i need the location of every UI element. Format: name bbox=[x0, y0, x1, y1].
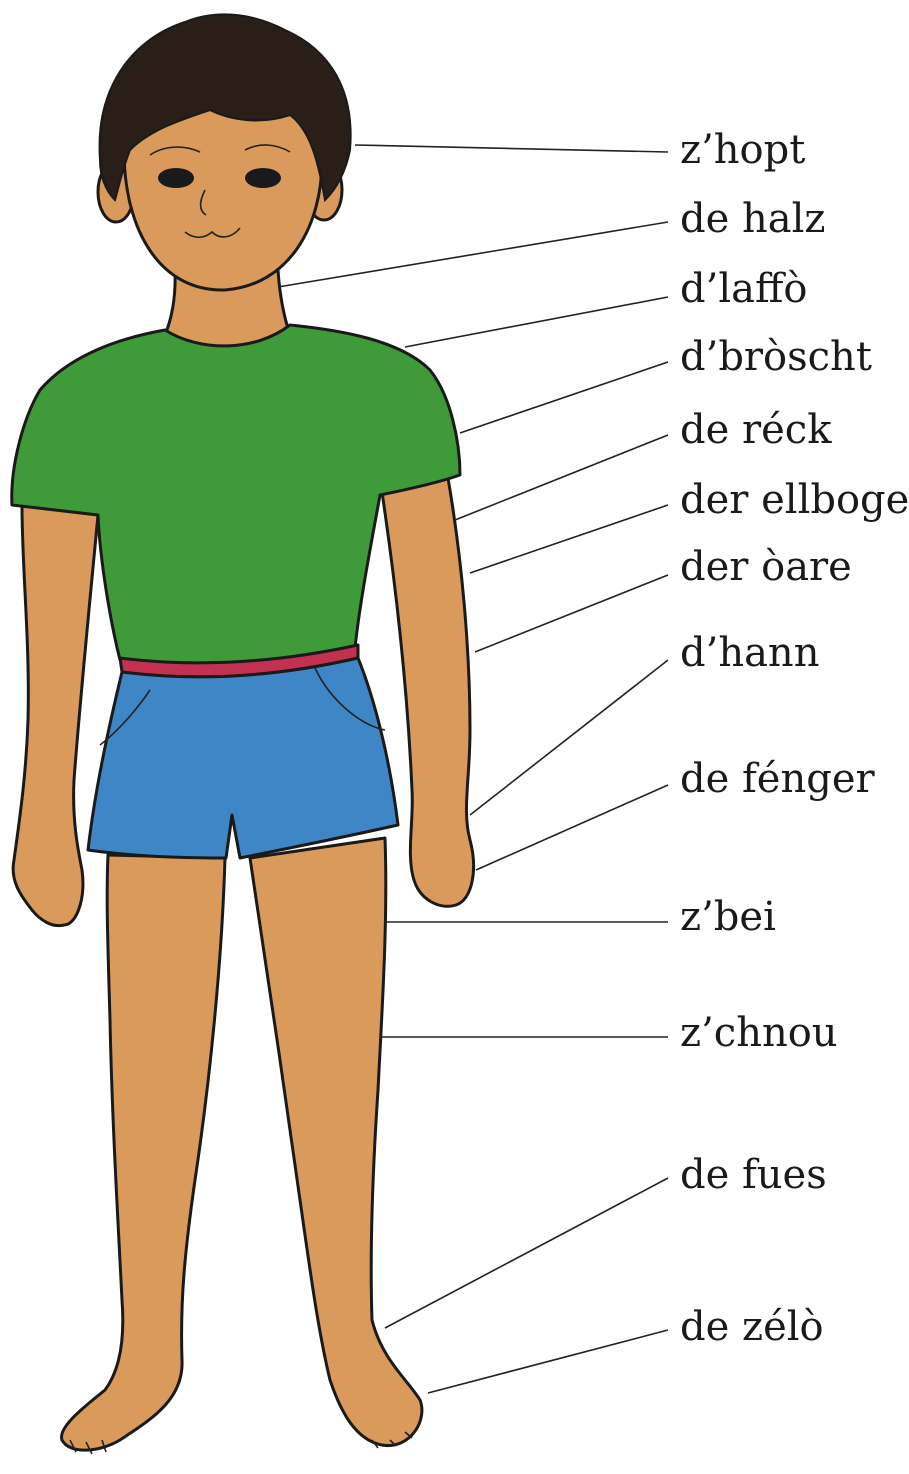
leader-hand bbox=[470, 660, 668, 815]
leader-neck bbox=[278, 222, 668, 287]
right-leg bbox=[250, 838, 422, 1446]
right-eye bbox=[245, 168, 281, 188]
label-back: de réck bbox=[680, 407, 832, 453]
leader-arm bbox=[475, 575, 668, 652]
label-toe: de zélò bbox=[680, 1304, 824, 1350]
label-shoulder: d’laffò bbox=[680, 266, 807, 312]
label-chest: d’bròscht bbox=[680, 334, 872, 380]
label-head: z’hopt bbox=[680, 127, 805, 173]
leader-finger bbox=[476, 785, 668, 870]
labels: z’hopt de halz d’laffò d’bròscht de réck… bbox=[680, 127, 909, 1350]
leader-head bbox=[355, 145, 668, 152]
label-leg: z’bei bbox=[680, 894, 776, 940]
left-eye bbox=[158, 168, 194, 188]
left-arm bbox=[13, 505, 98, 926]
leader-toe bbox=[428, 1330, 668, 1393]
left-leg bbox=[62, 855, 225, 1450]
leader-back bbox=[455, 435, 668, 520]
boy-illustration bbox=[12, 14, 474, 1454]
leader-elbow bbox=[470, 505, 668, 573]
label-elbow: der ellboge bbox=[680, 477, 909, 523]
right-arm bbox=[382, 478, 474, 906]
leader-chest bbox=[460, 362, 668, 433]
leader-shoulder bbox=[405, 297, 668, 347]
label-hand: d’hann bbox=[680, 630, 819, 676]
label-neck: de halz bbox=[680, 196, 825, 242]
label-knee: z’chnou bbox=[680, 1010, 838, 1056]
label-foot: de fues bbox=[680, 1152, 827, 1198]
label-arm: der òare bbox=[680, 544, 852, 590]
label-finger: de fénger bbox=[680, 756, 876, 802]
shorts bbox=[88, 658, 398, 858]
leader-foot bbox=[385, 1178, 668, 1328]
